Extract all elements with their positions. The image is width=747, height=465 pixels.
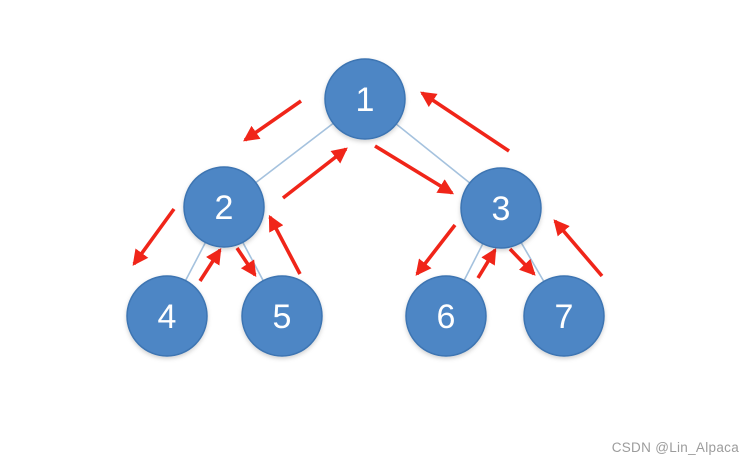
tree-node-1: 1 bbox=[324, 58, 406, 140]
traversal-arrow-2-to-1 bbox=[281, 147, 348, 200]
watermark: CSDN @Lin_Alpaca bbox=[611, 440, 739, 455]
tree-node-label: 7 bbox=[555, 298, 574, 336]
tree-node-label: 4 bbox=[158, 298, 177, 336]
tree-nodes-layer: 1 2 3 4 5 6 7 bbox=[126, 58, 605, 357]
tree-node-3: 3 bbox=[460, 167, 542, 249]
tree-node-label: 6 bbox=[437, 298, 456, 336]
traversal-arrow-1-to-2 bbox=[243, 99, 303, 142]
tree-node-label: 3 bbox=[492, 190, 511, 228]
tree-node-label: 1 bbox=[356, 81, 375, 119]
tree-node-4: 4 bbox=[126, 275, 208, 357]
traversal-arrow-3-to-7 bbox=[508, 247, 536, 276]
tree-node-circle bbox=[460, 167, 542, 249]
tree-node-6: 6 bbox=[405, 275, 487, 357]
tree-node-2: 2 bbox=[183, 166, 265, 248]
tree-node-label: 2 bbox=[215, 189, 234, 227]
traversal-arrow-4-to-2 bbox=[198, 248, 222, 282]
tree-node-circle bbox=[183, 166, 265, 248]
traversal-arrow-6-to-3 bbox=[476, 247, 497, 279]
tree-node-circle bbox=[405, 275, 487, 357]
tree-node-circle bbox=[241, 275, 323, 357]
traversal-arrow-1-to-3 bbox=[374, 144, 455, 195]
traversal-arrow-3-to-1 bbox=[420, 91, 510, 153]
tree-node-circle bbox=[324, 58, 406, 140]
tree-node-7: 7 bbox=[523, 275, 605, 357]
tree-node-5: 5 bbox=[241, 275, 323, 357]
traversal-arrow-3-to-6 bbox=[415, 223, 457, 276]
traversal-arrow-7-to-3 bbox=[553, 219, 604, 278]
tree-node-circle bbox=[126, 275, 208, 357]
traversal-arrows-layer bbox=[132, 91, 604, 282]
tree-node-circle bbox=[523, 275, 605, 357]
traversal-arrow-2-to-4 bbox=[132, 207, 176, 266]
traversal-arrow-5-to-2 bbox=[268, 214, 302, 275]
tree-node-label: 5 bbox=[273, 298, 292, 336]
traversal-arrow-2-to-5 bbox=[235, 247, 257, 277]
